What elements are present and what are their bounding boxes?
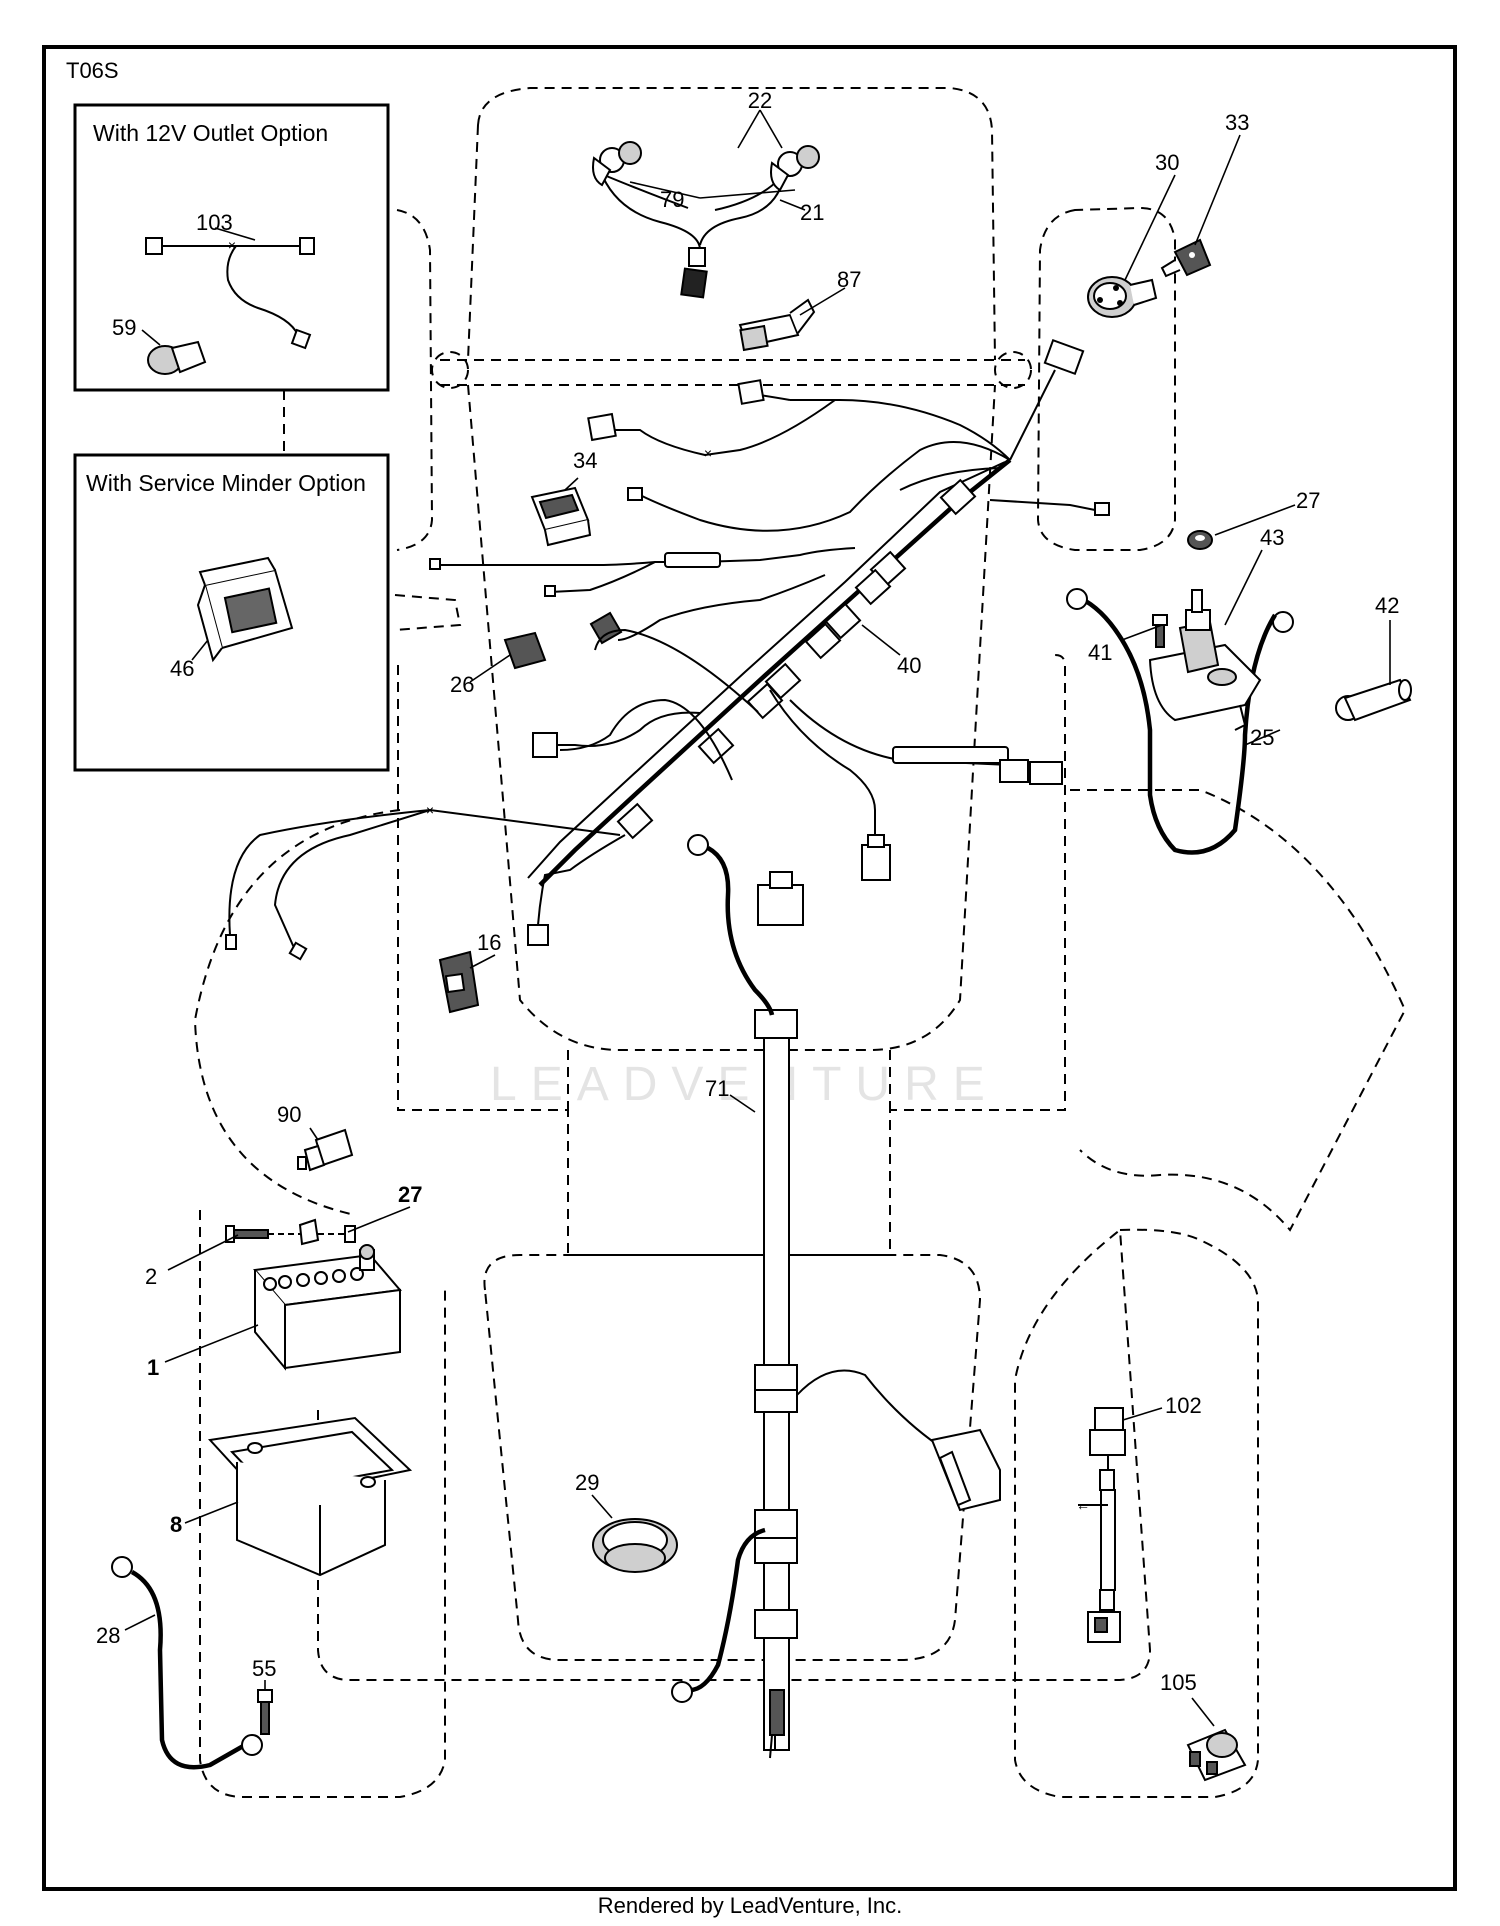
watermark: LEADVENTURE — [490, 1058, 999, 1111]
cable-25 — [1066, 588, 1294, 855]
callout-26: 26 — [450, 672, 474, 697]
callout-29: 29 — [575, 1470, 599, 1495]
harness-102: ← — [1076, 1407, 1126, 1643]
callout-87: 87 — [837, 267, 861, 292]
svg-text:×: × — [704, 445, 712, 461]
callout-22: 22 — [748, 88, 772, 113]
callout-21: 21 — [800, 200, 824, 225]
switch-34 — [530, 486, 592, 547]
battery-1 — [253, 1244, 402, 1371]
ground-cable-28 — [111, 1556, 263, 1770]
callout-40: 40 — [897, 653, 921, 678]
bolt-55 — [257, 1689, 273, 1735]
callout-43: 43 — [1260, 525, 1284, 550]
power-outlet-59 — [147, 340, 207, 375]
main-harness-40: × × — [225, 338, 1110, 961]
nut-27 — [1187, 530, 1213, 550]
callout-16: 16 — [477, 930, 501, 955]
callout-71: 71 — [705, 1076, 729, 1101]
inset-outlet-title: With 12V Outlet Option — [93, 120, 328, 146]
callout-27b: 27 — [398, 1182, 422, 1207]
callout-102: 102 — [1165, 1393, 1202, 1418]
inset-12v-outlet: With 12V Outlet Option × — [73, 103, 390, 392]
callout-27a: 27 — [1296, 488, 1320, 513]
callout-42: 42 — [1375, 593, 1399, 618]
switch-105 — [1186, 1728, 1247, 1782]
callout-28: 28 — [96, 1623, 120, 1648]
callout-55: 55 — [252, 1656, 276, 1681]
callout-33: 33 — [1225, 110, 1249, 135]
callout-103: 103 — [196, 210, 233, 235]
part-90 — [297, 1128, 354, 1172]
callout-34: 34 — [573, 448, 597, 473]
boot-42 — [1335, 678, 1412, 722]
tractor-outline — [193, 87, 1407, 1798]
harness-103: × — [145, 237, 315, 350]
callout-41: 41 — [1088, 640, 1112, 665]
inset-service-minder: With Service Minder Option — [73, 390, 390, 772]
diagram-code: T06S — [66, 58, 119, 83]
ignition-switch-30 — [1087, 276, 1158, 318]
footer-credit: Rendered by LeadVenture, Inc. — [597, 1893, 903, 1918]
harness-71 — [671, 834, 1001, 1759]
callout-labels: 22 79 21 87 30 33 103 59 34 46 26 40 27 … — [96, 88, 1399, 1695]
callout-90: 90 — [277, 1102, 301, 1127]
callout-2: 2 — [145, 1264, 157, 1289]
light-switch-87 — [738, 298, 816, 352]
callout-79: 79 — [660, 187, 684, 212]
battery-tray-8 — [207, 1416, 413, 1577]
diagram-frame — [42, 45, 1457, 1891]
leader-lines — [124, 109, 1391, 1727]
callout-8: 8 — [170, 1512, 182, 1537]
callout-59: 59 — [112, 315, 136, 340]
svg-text:←: ← — [1076, 1497, 1090, 1513]
connector-26 — [503, 631, 547, 670]
callout-25: 25 — [1250, 725, 1274, 750]
callout-1: 1 — [147, 1355, 159, 1380]
callout-30: 30 — [1155, 150, 1179, 175]
connector-16 — [438, 950, 480, 1014]
inset-minder-title: With Service Minder Option — [86, 470, 366, 496]
svg-text:×: × — [228, 237, 236, 253]
callout-46: 46 — [170, 656, 194, 681]
callout-105: 105 — [1160, 1670, 1197, 1695]
grommet-29 — [592, 1518, 678, 1573]
service-minder-46 — [196, 556, 294, 663]
ignition-key-33 — [1160, 238, 1212, 278]
bolt-41 — [1152, 614, 1168, 648]
battery-bolt-2 — [225, 1218, 356, 1246]
headlight-harness — [592, 141, 820, 299]
svg-text:×: × — [426, 802, 434, 818]
solenoid-43 — [1148, 589, 1262, 731]
